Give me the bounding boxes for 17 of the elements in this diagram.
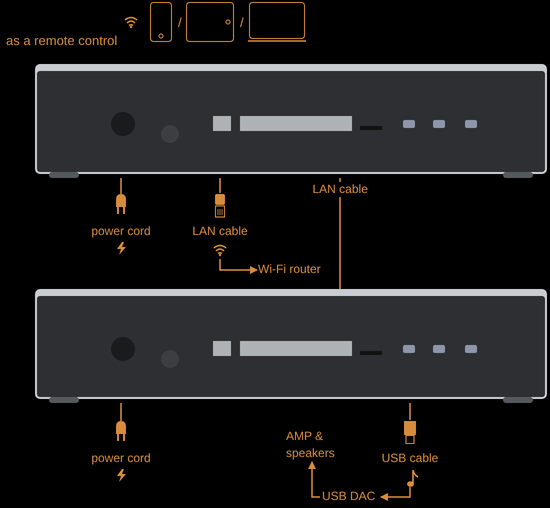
arrow (380, 487, 411, 501)
text-label: USB DAC (322, 489, 376, 504)
text-label: USB cable (380, 451, 440, 466)
text-label: LAN cable (191, 224, 249, 239)
connector-line (409, 403, 411, 420)
connector-line (219, 178, 221, 193)
arrow (308, 461, 320, 498)
text-label: power cord (90, 224, 152, 239)
text-label: Wi-Fi router (258, 262, 321, 277)
note-text: as a remote control (6, 33, 118, 48)
connector-line (120, 178, 122, 194)
separator-text: / (240, 15, 244, 30)
text-label: AMP & speakers (286, 428, 336, 462)
connector-line (120, 403, 122, 421)
text-label: power cord (90, 451, 152, 466)
arrow (219, 259, 258, 274)
separator-text: / (178, 15, 182, 30)
